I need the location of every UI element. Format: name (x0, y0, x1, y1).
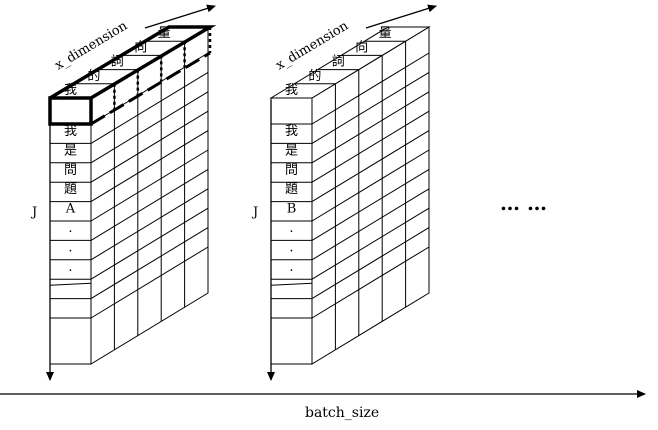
column-token: . (289, 260, 293, 275)
column-token: 問 (285, 163, 298, 178)
column-token: 是 (285, 143, 298, 158)
side-row-line (311, 246, 430, 319)
top-token: 的 (308, 68, 321, 84)
side-row-line (311, 110, 430, 183)
side-row-line (311, 188, 430, 261)
column-token: . (289, 221, 293, 236)
top-token: 我 (285, 83, 298, 98)
column-token: . (68, 260, 72, 275)
column-token: 題 (285, 182, 298, 197)
j-axis-label: J (251, 205, 258, 220)
column-token: 題 (64, 182, 77, 197)
side-row-line (90, 207, 209, 280)
side-row-line (311, 52, 430, 125)
column-token: . (289, 240, 293, 255)
side-row-line (311, 207, 430, 280)
column-token: . (68, 221, 72, 236)
side-row-line (90, 71, 209, 144)
front-face (49, 97, 92, 365)
side-row-line (90, 110, 209, 183)
top-token: 向 (355, 39, 368, 55)
top-token: 詞 (332, 55, 345, 70)
side-row-line (311, 149, 430, 222)
column-token: 是 (64, 143, 77, 158)
column-token: A (65, 202, 76, 217)
highlight-bottom-edge (90, 51, 211, 126)
side-row-line (311, 168, 430, 241)
side-row-line (311, 227, 430, 300)
column-token: 我 (285, 124, 298, 139)
side-row-line (90, 149, 209, 222)
side-row-line (90, 91, 209, 164)
front-face (270, 97, 313, 365)
front-row-line (49, 282, 92, 286)
side-row-line (311, 71, 430, 144)
column-token: 問 (64, 163, 77, 178)
continuation-dots: … … (500, 191, 547, 215)
j-axis-label: J (30, 205, 37, 220)
side-row-line (90, 130, 209, 203)
side-row-line (90, 168, 209, 241)
side-row-line (311, 91, 430, 164)
column-token: 我 (64, 124, 77, 139)
side-row-line (90, 188, 209, 261)
side-row-line (90, 246, 209, 319)
column-token: . (68, 240, 72, 255)
side-row-line (90, 227, 209, 300)
x-dimension-arrow (365, 4, 437, 29)
highlight-top (49, 25, 217, 100)
x-dimension-arrow (144, 4, 216, 29)
batch-axis-label: batch_size (305, 405, 379, 421)
side-row-line (311, 130, 430, 203)
column-token: B (287, 202, 297, 217)
top-token: 量 (379, 26, 392, 41)
highlight-front (48, 96, 93, 126)
front-row-line (270, 282, 313, 286)
